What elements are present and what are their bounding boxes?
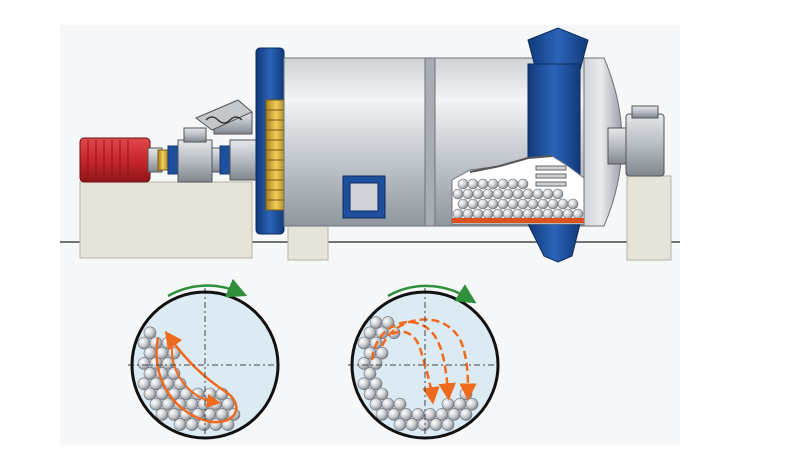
grinding-ball xyxy=(542,208,554,220)
cataracting-motion-view xyxy=(348,284,502,442)
grinding-ball xyxy=(492,208,504,220)
grinding-ball xyxy=(393,397,407,411)
grinding-ball xyxy=(441,418,455,431)
grinding-ball xyxy=(557,198,569,210)
gearbox-icon xyxy=(177,99,261,183)
grinding-ball xyxy=(497,178,509,190)
motor-icon xyxy=(79,137,163,183)
grinding-ball xyxy=(375,346,389,360)
grinding-ball xyxy=(512,188,524,200)
grinding-ball xyxy=(532,208,544,220)
grinding-ball xyxy=(502,208,514,220)
grinding-ball xyxy=(492,188,504,200)
cascade-path xyxy=(155,330,238,424)
grinding-ball xyxy=(487,178,499,190)
grinding-ball xyxy=(363,367,377,380)
grinding-ball xyxy=(527,198,539,210)
grinding-ball xyxy=(472,208,484,220)
grinding-ball xyxy=(517,198,529,210)
grinding-ball xyxy=(507,178,519,190)
grinding-ball xyxy=(459,408,473,421)
rotation-arrow-icon xyxy=(387,284,477,304)
grinding-ball xyxy=(482,208,494,220)
grinding-ball xyxy=(173,418,187,431)
grinding-ball xyxy=(375,408,389,421)
grinding-ball xyxy=(552,188,564,200)
grinding-ball xyxy=(477,198,489,210)
grinding-ball xyxy=(209,418,223,431)
grinding-ball xyxy=(552,208,564,220)
cataract-path-1 xyxy=(370,320,456,401)
grinding-ball xyxy=(143,326,157,340)
grinding-ball xyxy=(567,198,579,210)
motor-base xyxy=(79,181,253,259)
grinding-ball xyxy=(497,198,509,210)
grinding-ball xyxy=(467,198,479,210)
grinding-ball xyxy=(429,418,443,431)
grinding-ball xyxy=(457,198,469,210)
grinding-ball xyxy=(417,418,431,431)
grinding-ball xyxy=(522,208,534,220)
grinding-ball xyxy=(369,377,383,391)
coupling-icon xyxy=(157,145,179,175)
grinding-ball xyxy=(482,188,494,200)
grinding-ball xyxy=(547,198,559,210)
grinding-ball xyxy=(381,316,395,329)
grinding-ball xyxy=(502,188,514,200)
grinding-ball xyxy=(462,188,474,200)
cataract-path-3 xyxy=(391,330,440,405)
grinding-ball xyxy=(472,188,484,200)
grinding-ball xyxy=(517,178,529,190)
grinding-ball xyxy=(369,357,383,370)
grinding-ball xyxy=(532,188,544,200)
grinding-ball xyxy=(487,198,499,210)
grinding-ball xyxy=(185,418,199,431)
manhole-door xyxy=(342,175,386,219)
grinding-ball xyxy=(522,188,534,200)
grinding-ball xyxy=(155,408,169,421)
bearing-base xyxy=(626,175,672,261)
cutaway-section xyxy=(451,155,585,225)
cascading-motion-view xyxy=(128,278,282,442)
grinding-ball xyxy=(375,387,389,401)
grinding-ball xyxy=(562,208,574,220)
rotation-arrow-icon xyxy=(167,278,248,298)
grinding-ball xyxy=(507,198,519,210)
grinding-ball xyxy=(512,208,524,220)
grinding-ball xyxy=(477,178,489,190)
grinding-ball xyxy=(537,198,549,210)
grinding-ball xyxy=(452,208,464,220)
grinding-ball xyxy=(467,178,479,190)
grinding-ball xyxy=(457,178,469,190)
cataract-path-2 xyxy=(380,318,477,401)
grinding-ball xyxy=(462,208,474,220)
grinding-ball xyxy=(393,418,407,431)
grinding-ball xyxy=(452,188,464,200)
trunnion-bearing-icon xyxy=(607,105,665,177)
end-flange xyxy=(527,27,589,263)
grinding-ball xyxy=(405,418,419,431)
grinding-ball xyxy=(542,188,554,200)
grinding-ball xyxy=(221,397,235,411)
girth-gear-icon xyxy=(255,47,287,235)
grinding-ball xyxy=(572,208,584,220)
